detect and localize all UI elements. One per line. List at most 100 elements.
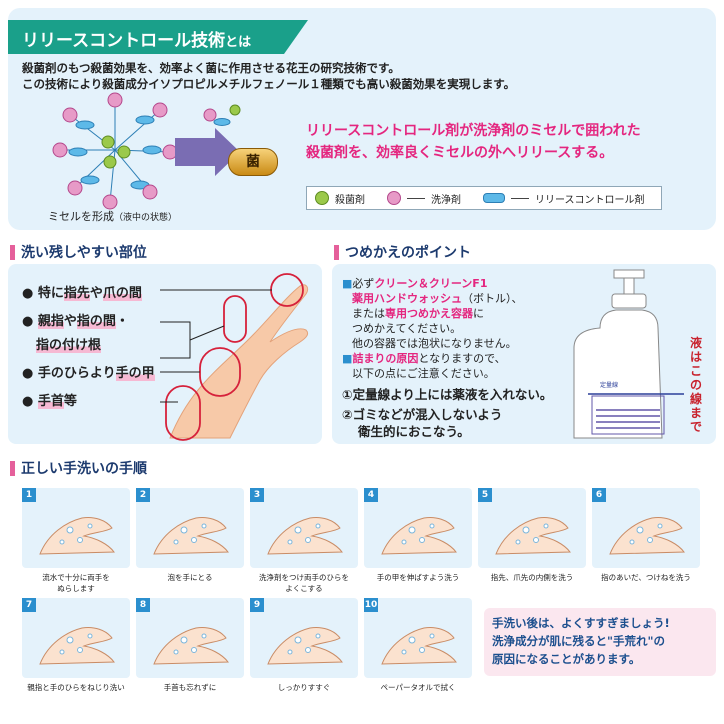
germ-capsule: 菌	[228, 148, 278, 176]
step-2-tile	[136, 488, 244, 568]
step-10-caption: ペーパータオルで拭く	[360, 682, 476, 693]
rinse-l2-mid: や	[63, 314, 77, 329]
rinse-l5-hl: 手首	[37, 394, 64, 409]
refill-point1: ①定量線より上には薬液を入れない。	[342, 387, 553, 402]
tip-box	[484, 608, 716, 676]
step-2-caption-line1: 泡を手にとる	[167, 573, 213, 582]
refill-l3-c: に	[473, 307, 484, 320]
step-7-caption: 親指と手のひらをねじり洗い	[18, 682, 134, 693]
steps-heading-bar	[10, 460, 15, 476]
release-headline-line1: リリースコントロール剤が洗浄剤のミセルで囲われた	[306, 123, 641, 139]
rinse-item-2: ● 親指や指の間・	[22, 314, 129, 329]
step-3-caption-line1: 洗浄剤をつけ両手のひらを	[259, 573, 349, 582]
step-6-tile	[592, 488, 700, 568]
micelle-illustration	[52, 92, 261, 210]
refill-heading-text: つめかえのポイント	[345, 245, 471, 261]
release-agent-legend-line	[511, 197, 529, 199]
tip-line2: 洗浄成分が肌に残ると"手荒れ"の	[492, 634, 665, 648]
step-7-tile	[22, 598, 130, 678]
refill-l3-b: 専用つめかえ容器	[385, 307, 473, 320]
refill-line7: 以下の点にご注意ください。	[352, 367, 495, 380]
bottle-illustration	[573, 269, 684, 439]
rinse-l1-prefix: 特に	[37, 286, 64, 301]
release-title-suffix: とは	[225, 35, 252, 50]
step-10-caption-line1: ペーパータオルで拭く	[380, 683, 456, 692]
refill-l1-a: 必ず	[352, 277, 375, 290]
rinse-l5-suffix: 等	[63, 394, 77, 409]
release-desc-line2: この技術により殺菌成分イソプロピルメチルフェノール１種類でも高い殺菌効果を実現し…	[22, 77, 516, 91]
rinse-l2-hl1: 親指	[37, 314, 64, 329]
step-9-caption-line1: しっかりすすぐ	[277, 683, 331, 692]
micelle-caption-note: （液中の状態）	[114, 213, 178, 223]
steps-heading-text: 正しい手洗いの手順	[21, 461, 147, 477]
step-8-caption-line1: 手首も忘れずに	[163, 683, 217, 692]
refill-line1: ■必ずクリーン＆クリーンF1	[342, 277, 488, 290]
step-3-caption: 洗浄剤をつけ両手のひらをよくこする	[246, 572, 362, 594]
step-7-caption-line1: 親指と手のひらをねじり洗い	[27, 683, 125, 692]
step-8-number: 8	[136, 598, 150, 612]
step-8-caption: 手首も忘れずに	[132, 682, 248, 693]
bottle-fill-label: 定量線	[600, 382, 619, 389]
washing-hands-icon	[495, 517, 571, 555]
step-1-caption-line1: 流水で十分に両手を	[42, 573, 110, 582]
release-agent-legend-icon	[483, 193, 505, 203]
step-6-caption: 指のあいだ、つけねを洗う	[588, 572, 704, 583]
step-6-number: 6	[592, 488, 606, 502]
rinse-l1-hl1: 指先	[63, 286, 90, 301]
steps-heading: 正しい手洗いの手順	[10, 458, 147, 478]
refill-point2a: ②ゴミなどが混入しないよう	[342, 407, 503, 422]
micelle-caption-main: ミセルを形成	[48, 210, 114, 223]
refill-line5: 他の容器では泡状になりません。	[352, 337, 517, 350]
release-description: 殺菌剤のもつ殺菌効果を、効率よく菌に作用させる花王の研究技術です。 この技術によ…	[22, 60, 515, 92]
refill-heading-bar	[334, 244, 339, 260]
washing-hands-icon	[609, 517, 685, 555]
legend-detergent: 洗浄剤	[431, 194, 461, 206]
rinse-heading-text: 洗い残しやすい部位	[21, 245, 147, 261]
germ-label: 菌	[246, 154, 260, 170]
step-4-caption: 手の甲を伸ばすよう洗う	[360, 572, 476, 583]
step-4-number: 4	[364, 488, 378, 502]
step-1-number: 1	[22, 488, 36, 502]
washing-hands-icon	[39, 517, 115, 555]
refill-l6-b: となりますので、	[418, 352, 506, 365]
refill-vertical-note: 液はこの線まで	[689, 336, 702, 434]
step-3-tile	[250, 488, 358, 568]
rinse-heading: 洗い残しやすい部位	[10, 242, 147, 262]
rinse-l4-prefix: 手のひらより	[37, 366, 116, 381]
step-9-number: 9	[250, 598, 264, 612]
step-4-caption-line1: 手の甲を伸ばすよう洗う	[376, 573, 460, 582]
refill-l2-b: （ボトル）、	[462, 292, 523, 305]
refill-line2: 薬用ハンドウォッシュ（ボトル）、	[352, 291, 523, 306]
refill-line6: ■詰まりの原因となりますので、	[342, 352, 506, 365]
legend-release-agent: リリースコントロール剤	[535, 194, 645, 206]
washing-hands-icon	[381, 627, 457, 665]
hand-illustration	[160, 273, 309, 441]
step-1-caption-line2: ぬらします	[57, 584, 95, 593]
refill-l2-a: 薬用ハンドウォッシュ	[352, 292, 462, 305]
release-headline-line2: 殺菌剤を、効率良くミセルの外へリリースする。	[306, 145, 614, 161]
release-desc-line1: 殺菌剤のもつ殺菌効果を、効率よく菌に作用させる花王の研究技術です。	[22, 61, 400, 75]
step-8-tile	[136, 598, 244, 678]
washing-hands-icon	[153, 627, 229, 665]
release-title-main: リリースコントロール技術	[22, 31, 226, 51]
refill-line3: または専用つめかえ容器に	[352, 306, 484, 321]
step-5-caption-line1: 指先、爪先の内側を洗う	[490, 573, 574, 582]
step-6-caption-line1: 指のあいだ、つけねを洗う	[601, 573, 691, 582]
release-arrow	[175, 128, 240, 176]
tip-text: 手洗い後は、よくすすぎましょう! 洗浄成分が肌に残ると"手荒れ"の 原因になるこ…	[492, 614, 670, 668]
refill-l3-a: または	[352, 307, 385, 320]
washing-hands-icon	[267, 627, 343, 665]
rinse-heading-bar	[10, 244, 15, 260]
step-2-caption: 泡を手にとる	[132, 572, 248, 583]
refill-point2b: 衛生的におこなう。	[358, 424, 470, 439]
release-title: リリースコントロール技術とは	[22, 26, 251, 51]
detergent-legend-icon	[387, 191, 401, 205]
step-7-number: 7	[22, 598, 36, 612]
release-title-banner	[8, 20, 308, 54]
washing-hands-icon	[39, 627, 115, 665]
step-10-tile	[364, 598, 472, 678]
refill-heading: つめかえのポイント	[334, 242, 471, 262]
rinse-l1-hl2: 爪の間	[102, 286, 142, 301]
refill-l6-a: 詰まりの原因	[352, 352, 419, 365]
step-1-caption: 流水で十分に両手をぬらします	[18, 572, 134, 594]
